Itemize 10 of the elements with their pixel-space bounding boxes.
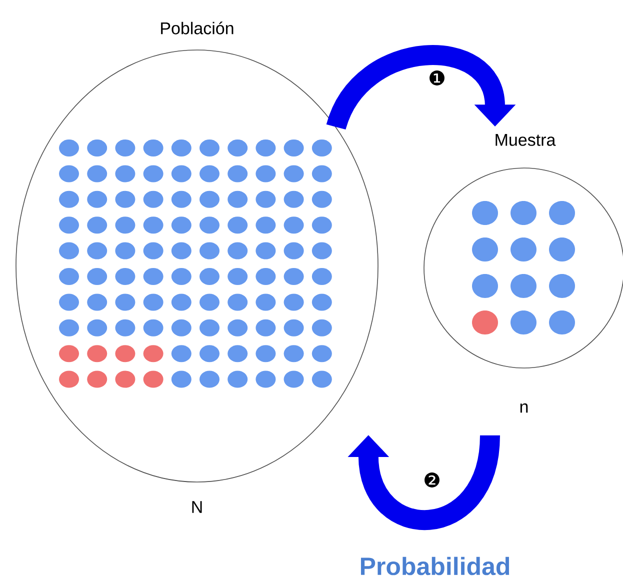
population-ellipse [16,22,378,482]
node-heading: Muestra [496,134,556,146]
step-number: ❷ [424,472,440,488]
size-label: n [520,403,528,413]
caption-text: Probabilidad [360,556,510,576]
curved-arrow [326,45,516,131]
size-label: N [192,501,202,513]
step-number: ❶ [430,70,444,86]
node-heading: Población [161,22,234,34]
sample-circle [424,134,623,368]
